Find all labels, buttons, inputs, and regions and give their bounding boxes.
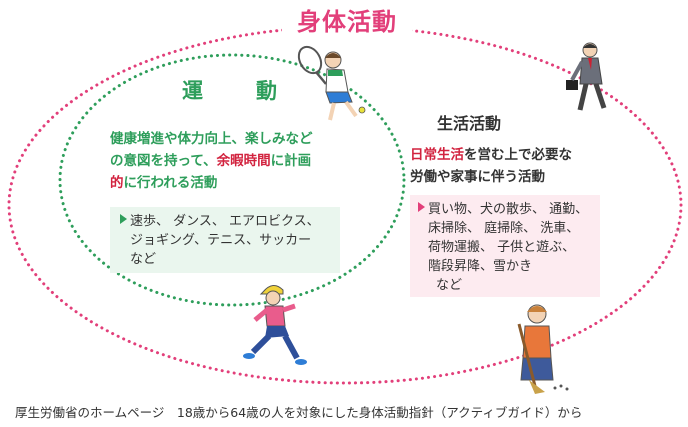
exercise-examples-text: 速歩、 ダンス、 エアロビクス、 [130, 214, 320, 229]
inner-ellipse-exercise [58, 53, 406, 307]
daily-desc-text: を営む上で必要な [464, 147, 572, 163]
daily-desc-line-1: 日常生活を営む上で必要な [410, 144, 610, 166]
source-footer: 厚生労働省のホームページ 18歳から64歳の人を対象にした身体活動指針（アクティ… [15, 405, 583, 420]
triangle-bullet-icon [120, 214, 127, 224]
exercise-description: 健康増進や体力向上、楽しみなど の意図を持って、余暇時間に計画 的に行われる活動 [110, 128, 350, 194]
tennis-player-illustration [297, 45, 366, 121]
daily-examples-line-4: 階段昇降、雪かき [428, 259, 533, 274]
exercise-examples-line-3: など [130, 252, 157, 267]
businessman-illustration [566, 42, 607, 111]
exercise-examples-box: 速歩、 ダンス、 エアロビクス、 ジョギング、テニス、サッカー など [110, 207, 340, 273]
exercise-desc-text: に行われる活動 [123, 175, 218, 191]
exercise-desc-line-1: 健康増進や体力向上、楽しみなど [110, 131, 313, 147]
exercise-examples-line-2: ジョギング、テニス、サッカー [130, 233, 312, 248]
exercise-desc-text: に計画 [270, 153, 312, 169]
triangle-bullet-icon [418, 202, 425, 212]
daily-examples-text: 買い物、犬の散歩、 通勤、 [428, 202, 589, 217]
jogger-illustration [243, 285, 307, 365]
daily-activity-examples-box: 買い物、犬の散歩、 通勤、 床掃除、 庭掃除、 洗車、 荷物運搬、 子供と遊ぶ、… [410, 195, 600, 297]
exercise-examples-line-1: 速歩、 ダンス、 エアロビクス、 [120, 212, 332, 231]
daily-examples-line-3: 荷物運搬、 子供と遊ぶ、 [428, 240, 576, 255]
sweeping-woman-illustration [517, 304, 569, 394]
daily-desc-highlight: 日常生活 [410, 147, 464, 163]
main-title: 身体活動 [282, 2, 412, 37]
daily-activity-title: 生活活動 [437, 114, 502, 133]
daily-activity-description: 日常生活を営む上で必要な 労働や家事に伴う活動 [410, 144, 610, 188]
daily-examples-line-2: 床掃除、 庭掃除、 洗車、 [428, 221, 580, 236]
daily-examples-line-1: 買い物、犬の散歩、 通勤、 [418, 200, 594, 219]
exercise-desc-line-3: 的に行われる活動 [110, 172, 350, 194]
exercise-desc-highlight-leisure: 余暇時間 [216, 153, 271, 169]
exercise-desc-text: の意図を持って、 [110, 153, 217, 169]
daily-desc-line-2: 労働や家事に伴う活動 [410, 169, 545, 185]
daily-examples-line-5: など [436, 278, 463, 293]
exercise-title: 運 動 [182, 79, 293, 103]
exercise-desc-line-2: の意図を持って、余暇時間に計画 [110, 150, 350, 172]
exercise-desc-highlight-planned: 的 [110, 175, 124, 191]
